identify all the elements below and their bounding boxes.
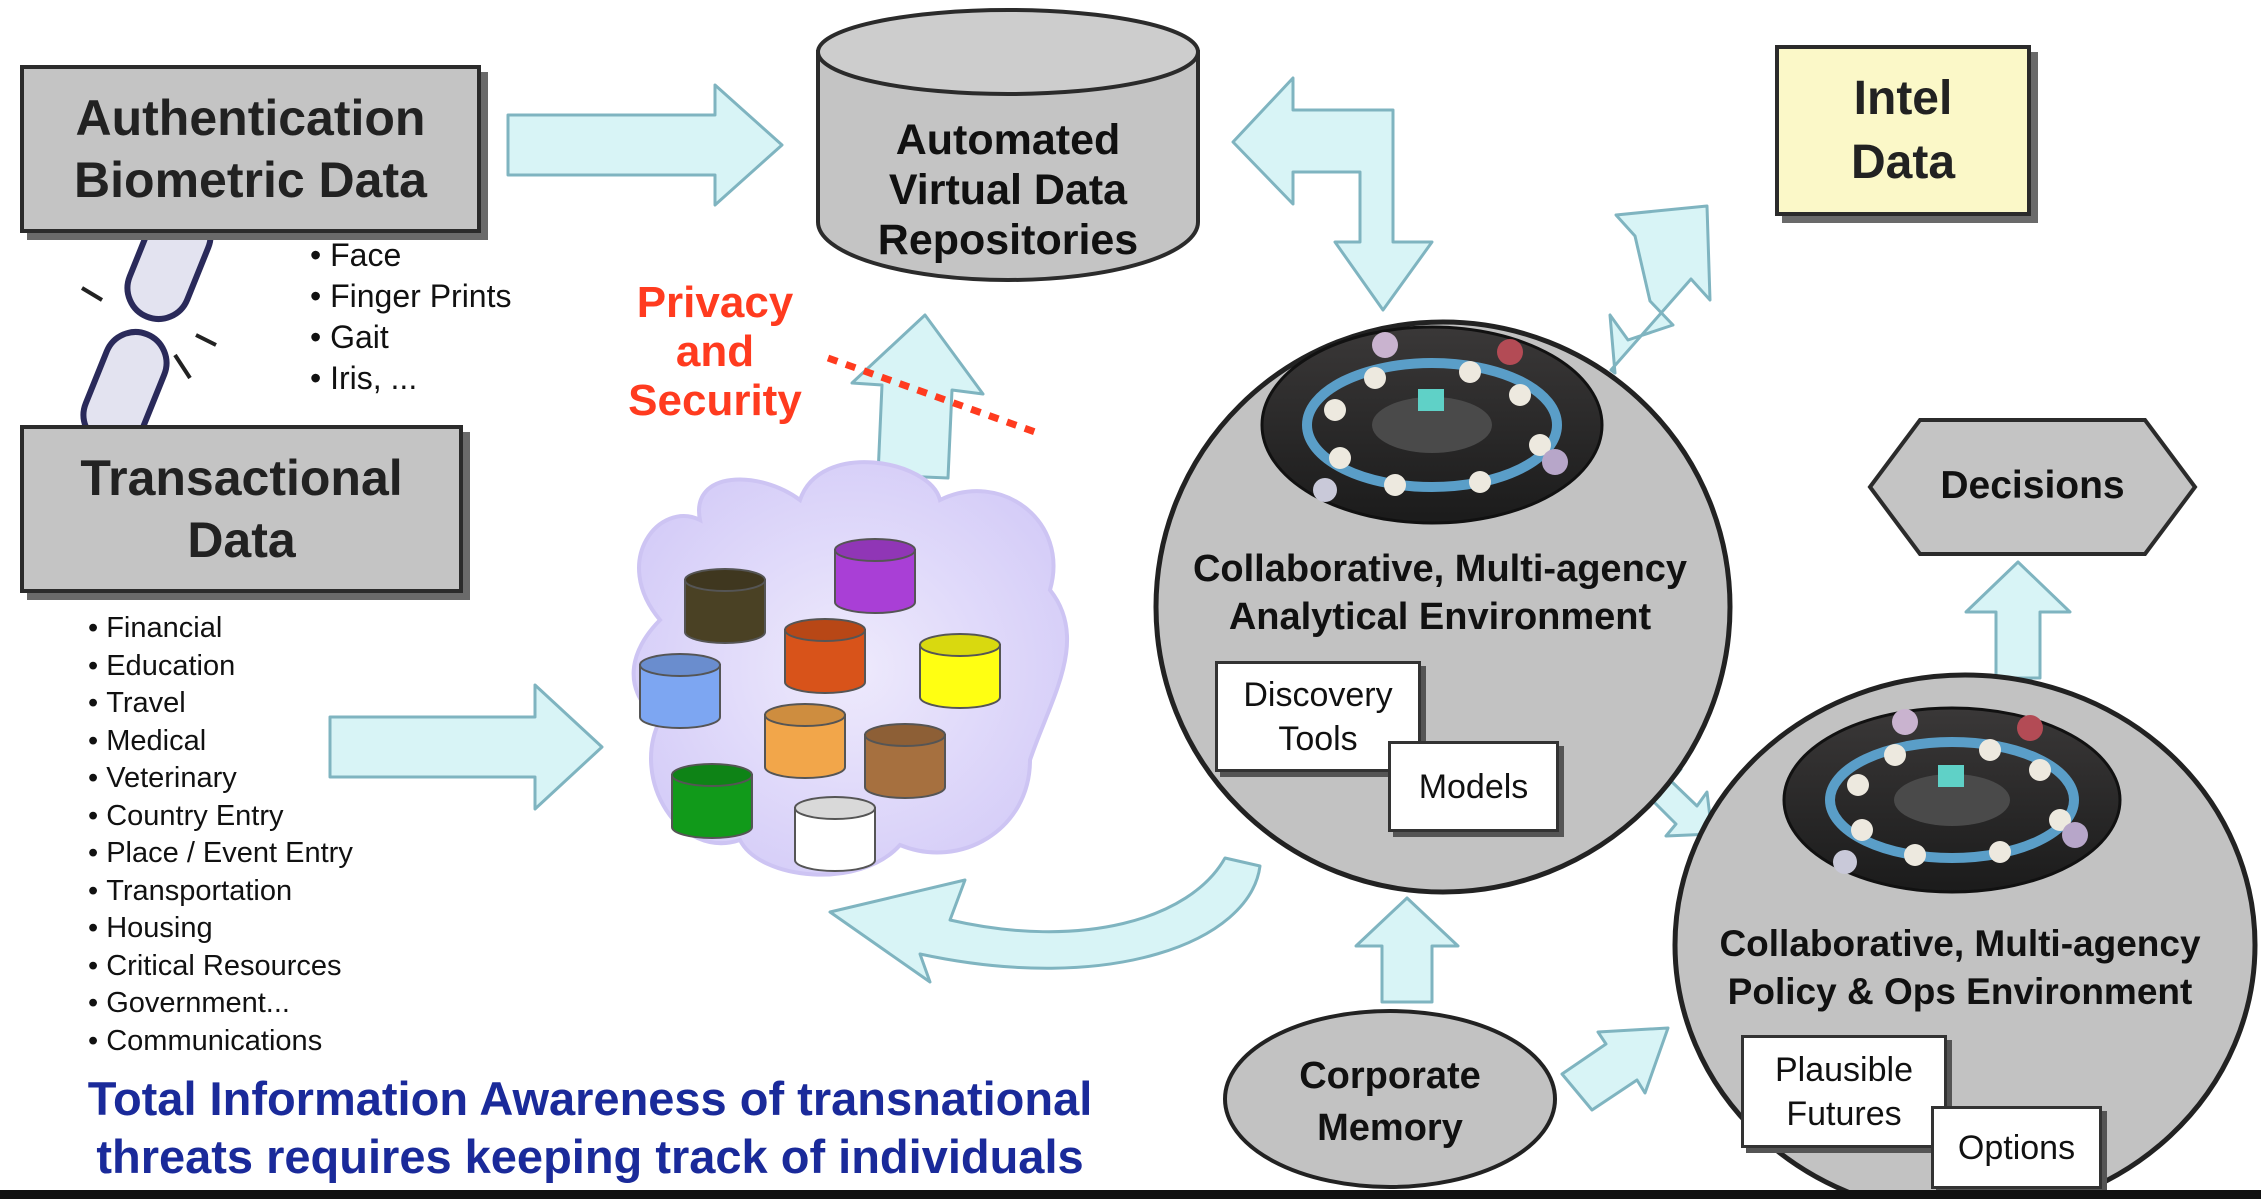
biometric-item: Iris, ... — [310, 358, 511, 399]
broken-chain-icon — [80, 202, 217, 449]
biometric-item: Finger Prints — [310, 276, 511, 317]
arrow-memory-to-policy — [1560, 1026, 1670, 1112]
arrow-intel-analytical-bidir — [1608, 204, 1712, 375]
plausible-line1: Plausible — [1775, 1050, 1913, 1089]
repository-line1: Automated — [895, 116, 1121, 164]
transactional-item: Place / Event Entry — [88, 835, 353, 873]
analytical-line2: Analytical Environment — [1228, 596, 1652, 638]
transactional-item: Housing — [88, 910, 353, 948]
transactional-list: Financial Education Travel Medical Veter… — [88, 610, 353, 1060]
privacy-line2: and — [675, 327, 755, 376]
privacy-label: Privacy and Security — [600, 278, 830, 425]
transactional-item: Travel — [88, 685, 353, 723]
decisions-label: Decisions — [1940, 464, 2125, 507]
authentication-box: Authentication Biometric Data — [20, 65, 481, 233]
memory-line2: Memory — [1317, 1107, 1463, 1149]
database-cylinder — [834, 538, 916, 614]
transactional-item: Education — [88, 648, 353, 686]
discovery-line2: Tools — [1278, 719, 1358, 758]
models-label: Models — [1418, 767, 1529, 806]
arrow-auth-to-repo — [506, 83, 784, 207]
bottom-border — [0, 1190, 2261, 1199]
transactional-line2: Data — [187, 512, 296, 568]
authentication-line1: Authentication — [75, 90, 426, 146]
database-cylinder — [919, 633, 1001, 709]
decisions-hexagon — [1867, 418, 2198, 556]
database-cylinders — [639, 538, 1001, 872]
corporate-memory-label: Corporate Memory — [1225, 1050, 1555, 1154]
memory-line1: Corporate — [1299, 1055, 1481, 1097]
intel-data-box: Intel Data — [1775, 45, 2031, 216]
transactional-line1: Transactional — [80, 450, 403, 506]
database-cylinder — [671, 763, 753, 839]
database-cylinder — [684, 568, 766, 644]
models-box: Models — [1388, 741, 1559, 832]
biometric-list: Face Finger Prints Gait Iris, ... — [310, 235, 511, 399]
privacy-line1: Privacy — [636, 278, 794, 327]
discovery-line1: Discovery — [1243, 675, 1393, 714]
transactional-item: Country Entry — [88, 798, 353, 836]
analytical-line1: Collaborative, Multi-agency — [1192, 548, 1688, 590]
arrow-memory-up — [1354, 896, 1460, 1004]
authentication-line2: Biometric Data — [74, 152, 427, 208]
arrow-transactional-to-cloud — [328, 683, 604, 811]
arrow-cloud-to-repo — [850, 313, 985, 480]
arrow-decisions-up — [1964, 560, 2072, 680]
corporate-memory-ellipse — [1223, 1009, 1557, 1189]
arrow-cloud-loop-back — [828, 856, 1262, 984]
caption-line2: threats requires keeping track of indivi… — [96, 1130, 1084, 1183]
options-label: Options — [1957, 1128, 2076, 1167]
transactional-item: Government... — [88, 985, 353, 1023]
transactional-item: Veterinary — [88, 760, 353, 798]
biometric-item: Gait — [310, 317, 511, 358]
repository-label: Automated Virtual Data Repositories — [818, 115, 1198, 265]
database-cylinder — [794, 796, 876, 872]
policy-line2: Policy & Ops Environment — [1727, 971, 2193, 1012]
discovery-tools-box: Discovery Tools — [1215, 661, 1421, 772]
caption: Total Information Awareness of transnati… — [0, 1070, 1180, 1186]
transactional-item: Communications — [88, 1023, 353, 1061]
biometric-item: Face — [310, 235, 511, 276]
transactional-item: Medical — [88, 723, 353, 761]
analytical-room-photo — [1260, 325, 1604, 525]
plausible-line2: Futures — [1786, 1094, 1902, 1133]
transactional-item: Transportation — [88, 873, 353, 911]
intel-line2: Data — [1850, 135, 1956, 189]
arrow-repo-analytical-bidir — [1231, 76, 1434, 312]
repository-line2: Virtual Data — [888, 166, 1128, 214]
intel-line1: Intel — [1853, 71, 1953, 125]
analytical-env-label: Collaborative, Multi-agency Analytical E… — [1140, 545, 1740, 641]
privacy-line3: Security — [628, 376, 802, 425]
caption-line1: Total Information Awareness of transnati… — [87, 1072, 1093, 1125]
transactional-box: Transactional Data — [20, 425, 463, 593]
database-cylinder — [784, 618, 866, 694]
policy-line1: Collaborative, Multi-agency — [1719, 923, 2201, 964]
database-cylinder — [764, 703, 846, 779]
database-cylinder — [639, 653, 721, 729]
policy-env-label: Collaborative, Multi-agency Policy & Ops… — [1665, 920, 2255, 1016]
plausible-futures-box: Plausible Futures — [1741, 1035, 1947, 1148]
options-box: Options — [1931, 1106, 2102, 1189]
repository-cylinder — [816, 8, 1200, 282]
transactional-item: Financial — [88, 610, 353, 648]
policy-room-photo — [1782, 706, 2122, 894]
transactional-item: Critical Resources — [88, 948, 353, 986]
repository-line3: Repositories — [877, 216, 1139, 264]
database-cylinder — [864, 723, 946, 799]
